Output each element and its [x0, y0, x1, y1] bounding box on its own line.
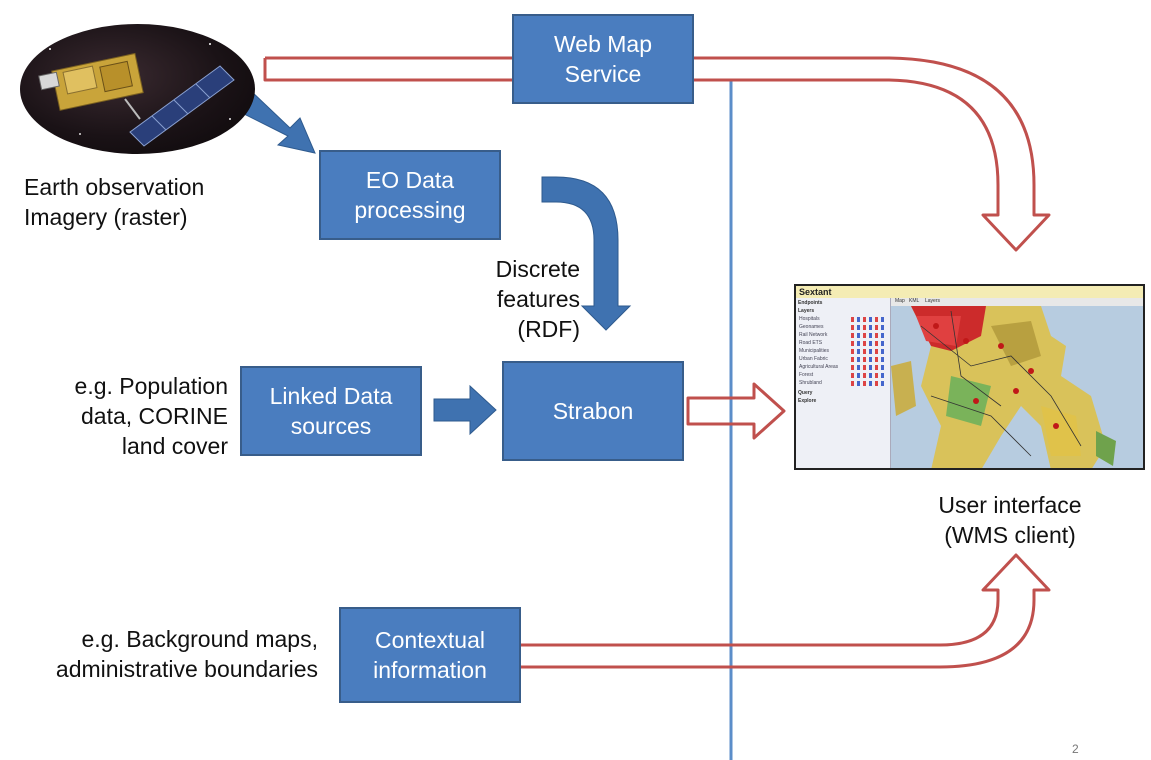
layer-name: Forest [799, 372, 814, 378]
map-graphic [891, 306, 1143, 468]
layer-row: Forest [799, 372, 887, 379]
layer-name: Agricultural Areas [799, 364, 839, 370]
layer-row: Geonames [799, 324, 887, 331]
eo-processing-box: EO Data processing [319, 150, 501, 240]
satellite-icon [38, 43, 235, 147]
layer-tool-icons [851, 317, 885, 322]
layer-tool-icons [851, 373, 885, 378]
layer-name: Urban Fabric [799, 356, 828, 362]
sidebar-header-endpoints: Endpoints [798, 300, 823, 306]
sidebar-header-explore: Explore [798, 398, 817, 404]
layer-tool-icons [851, 357, 885, 362]
layer-tool-icons [851, 381, 885, 386]
map-view [891, 306, 1143, 468]
layer-row: Hospitals [799, 316, 887, 323]
sidebar-header-layers: Layers [798, 308, 815, 314]
population-label: e.g. Population data, CORINE land cover [74, 373, 228, 459]
layer-row: Shrubland [799, 380, 887, 387]
layer-tool-icons [851, 365, 885, 370]
layer-row: Road ETS [799, 340, 887, 347]
tab-layers: Layers [925, 298, 941, 304]
user-interface-label: User interface (WMS client) [938, 492, 1082, 548]
discrete-features-label: Discrete features (RDF) [495, 256, 580, 342]
imagery-to-processing-arrow [231, 89, 316, 154]
contextual-box: Contextual information [339, 607, 521, 703]
satellite-image [20, 24, 255, 154]
page-number: 2 [1072, 742, 1079, 756]
tab-map: Map [895, 298, 905, 304]
layer-tool-icons [851, 333, 885, 338]
sidebar-header-query: Query [798, 390, 813, 396]
layer-name: Geonames [799, 324, 824, 330]
layer-name: Road ETS [799, 340, 823, 346]
strabon-box: Strabon [502, 361, 684, 461]
layer-tool-icons [851, 325, 885, 330]
eo-imagery-label: Earth observation Imagery (raster) [24, 174, 205, 230]
map-tabs: Map KML Layers [891, 298, 1143, 306]
layer-name: Rail Network [799, 332, 828, 338]
layer-name: Municipalities [799, 348, 830, 354]
contextual-pipe-arrow [506, 553, 1051, 669]
layer-row: Rail Network [799, 332, 887, 339]
wms-box: Web Map Service [512, 14, 694, 104]
layer-tool-icons [851, 349, 885, 354]
strabon-to-ui-arrow [686, 382, 786, 440]
background-maps-label: e.g. Background maps, administrative bou… [55, 626, 318, 682]
layer-tool-icons [851, 341, 885, 346]
layer-name: Shrubland [799, 380, 822, 386]
wms-pipe-arrow [263, 56, 1051, 252]
processing-to-strabon-arrow [541, 176, 632, 331]
tab-kml: KML [909, 298, 920, 304]
sextant-title: Sextant [796, 286, 1143, 298]
linked-data-box: Linked Data sources [240, 366, 422, 456]
layer-name: Hospitals [799, 316, 820, 322]
layer-row: Municipalities [799, 348, 887, 355]
layer-row: Agricultural Areas [799, 364, 887, 371]
linked-to-strabon-arrow [433, 384, 497, 436]
layer-row: Urban Fabric [799, 356, 887, 363]
